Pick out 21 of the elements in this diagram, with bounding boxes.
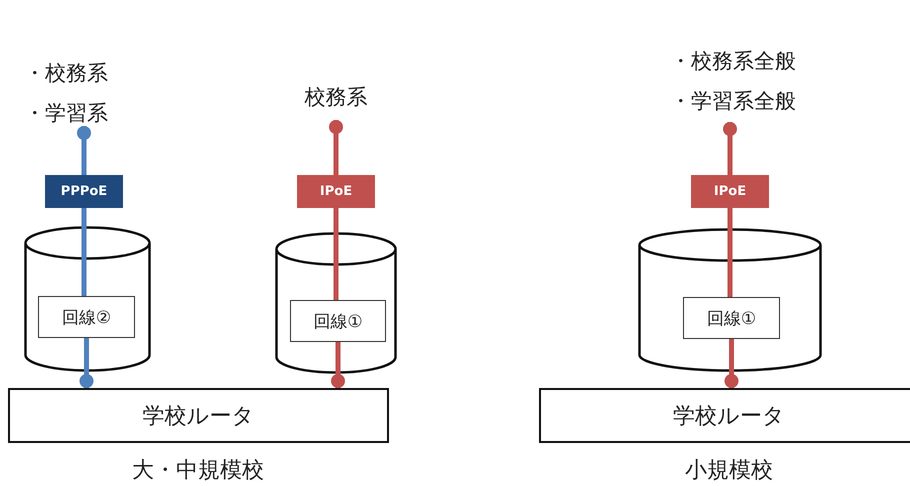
- text-label: ・学習系: [24, 100, 109, 126]
- router-box: 学校ルータ: [539, 388, 910, 443]
- connection-line: [724, 339, 738, 388]
- text-label: ・学習系全般: [670, 88, 797, 114]
- caption-text: 小規模校: [685, 457, 773, 485]
- connection-line: [80, 338, 94, 388]
- router-box: 学校ルータ: [8, 388, 389, 443]
- connection-line: [82, 208, 86, 296]
- connection-line: [331, 342, 345, 388]
- connection-line: [334, 208, 338, 300]
- protocol-tag: IPoE: [691, 175, 769, 208]
- connection-line: [723, 122, 737, 175]
- text-label: 校務系: [304, 84, 368, 110]
- text-label: ・校務系: [24, 60, 109, 86]
- connection-line: [329, 120, 343, 175]
- protocol-tag: IPoE: [297, 175, 375, 208]
- connection-line: [728, 208, 732, 297]
- protocol-tag: PPPoE: [45, 175, 123, 208]
- caption-text: 大・中規模校: [132, 457, 264, 485]
- text-label: ・校務系全般: [670, 48, 797, 74]
- connection-line: [77, 126, 91, 175]
